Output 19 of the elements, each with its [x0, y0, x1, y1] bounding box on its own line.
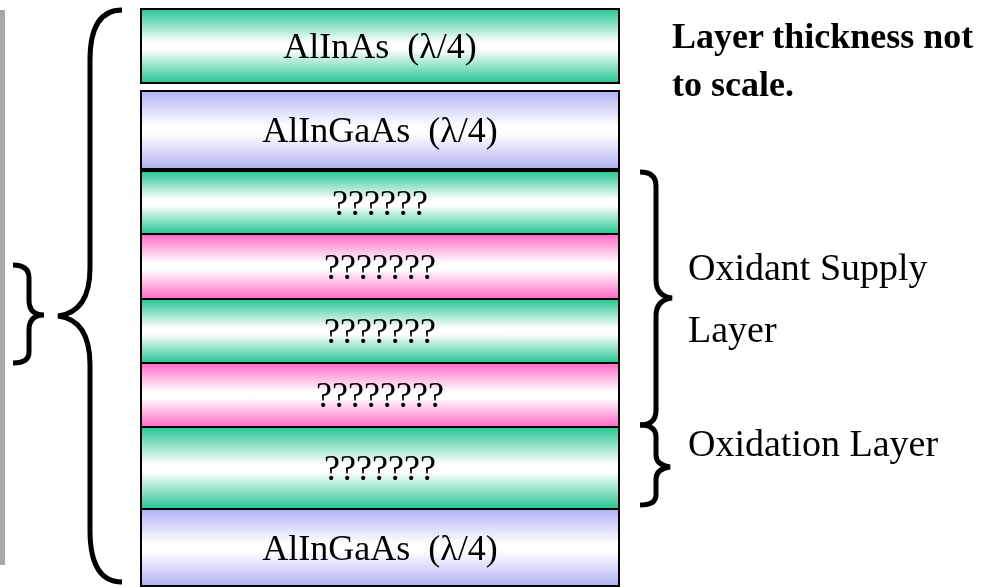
layer-band	[140, 170, 620, 235]
layer-name: ???????	[324, 447, 436, 489]
layer-name: ????????	[316, 374, 444, 416]
layer-name: ??????	[332, 181, 428, 224]
layer-name: ???????	[324, 310, 436, 352]
layer-band	[140, 426, 620, 510]
layer-name: AlInGaAs (λ/4)	[262, 109, 498, 151]
layer-band	[140, 233, 620, 300]
layer-band	[140, 508, 620, 587]
layer-name: ???????	[324, 245, 436, 288]
layer-group-label: Oxidant Supply Layer	[688, 245, 929, 352]
layer-name: AlInGaAs (λ/4)	[262, 526, 498, 569]
layer-band	[140, 8, 620, 84]
layer-name: AlInAs (λ/4)	[283, 25, 477, 67]
layer-band	[140, 90, 620, 170]
layer-band	[140, 362, 620, 428]
layer-group-label: Oxidation Layer	[688, 421, 940, 466]
layer-band	[140, 298, 620, 364]
note: Layer thickness not to scale.	[672, 15, 975, 106]
